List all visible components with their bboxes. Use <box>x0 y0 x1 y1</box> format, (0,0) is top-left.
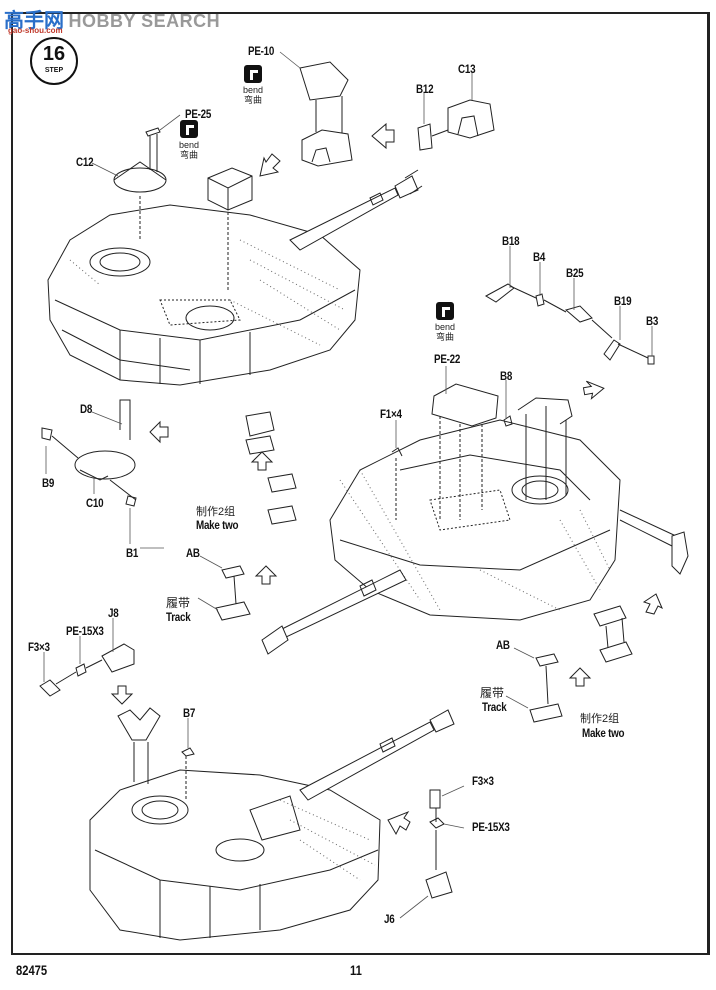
part-c13-drawing <box>447 99 495 139</box>
part-label-c10: C10 <box>86 496 104 510</box>
part-label-b4: B4 <box>533 250 546 264</box>
track-note-right-cn: 履带 <box>480 686 505 700</box>
part-label-b9: B9 <box>42 476 55 490</box>
watermark-brand: HOBBY SEARCH <box>68 11 221 31</box>
direction-arrows <box>110 122 663 836</box>
part-label-b18: B18 <box>502 234 520 248</box>
make-two-note-right-cn: 制作2组 <box>580 713 620 725</box>
part-label-f1x4: F1×4 <box>380 407 402 421</box>
part-label-pe25: PE-25 <box>185 107 212 121</box>
part-label-ab-left: AB <box>186 546 200 560</box>
part-label-d8: D8 <box>80 402 93 416</box>
part-label-pe22: PE-22 <box>434 352 461 366</box>
bend-icon <box>436 302 454 320</box>
arrow-icon <box>582 380 605 400</box>
part-side-fitting-drawing <box>619 509 689 575</box>
make-two-note-left-cn: 制作2组 <box>196 506 236 518</box>
bend-note-cn: 弯曲 <box>243 95 262 105</box>
watermark-url: gao-shou.com <box>8 26 63 35</box>
arrow-icon <box>110 685 134 705</box>
arrow-icon <box>254 565 278 585</box>
part-b7-drawing <box>181 747 195 757</box>
part-label-pe15x3-left: PE-15X3 <box>66 624 104 638</box>
part-label-b19: B19 <box>614 294 632 308</box>
bend-note-cn: 弯曲 <box>179 150 198 160</box>
part-b8-drawing <box>503 415 513 427</box>
part-box-drawing <box>207 167 253 290</box>
arrow-icon <box>371 122 395 150</box>
parts-b18-b4-b25-b19-b3 <box>484 283 655 365</box>
part-c12-drawing <box>113 161 167 240</box>
part-b12-drawing <box>417 123 449 151</box>
step-label: STEP <box>44 67 64 74</box>
arrow-icon <box>387 810 411 836</box>
step-badge: 16 STEP <box>30 37 78 85</box>
bend-note-cn: 弯曲 <box>435 332 454 342</box>
part-label-c12: C12 <box>76 155 94 169</box>
track-parts-right <box>529 605 633 723</box>
step-number: 16 <box>42 43 66 65</box>
part-handle-drawing <box>517 397 573 500</box>
arrow-icon <box>642 593 663 615</box>
part-label-c13: C13 <box>458 62 476 76</box>
bend-icon <box>180 120 198 138</box>
main-gun-bottom-left <box>299 709 455 801</box>
bend-note-en: bend <box>434 322 456 332</box>
part-label-b8: B8 <box>500 369 513 383</box>
part-label-f3x3-right: F3×3 <box>472 774 494 788</box>
bend-note: bend 弯曲 <box>432 302 458 348</box>
part-housing-drawing <box>301 129 353 167</box>
bend-note-en: bend <box>178 140 200 150</box>
main-gun-right <box>261 569 407 655</box>
part-pe22-drawing <box>431 383 499 520</box>
watermark: 高手网 HOBBY SEARCH gao-shou.com <box>4 4 221 35</box>
main-gun-top-left <box>289 169 423 251</box>
part-label-j6: J6 <box>384 912 395 926</box>
bend-note: bend 弯曲 <box>176 120 202 166</box>
part-label-f3x3-left: F3×3 <box>28 640 50 654</box>
make-two-note-right-en: Make two <box>582 726 625 740</box>
part-label-pe10: PE-10 <box>248 44 275 58</box>
part-label-pe15x3-right: PE-15X3 <box>472 820 510 834</box>
parts-f3-pe15-j8-left <box>39 643 135 697</box>
bend-note: bend 弯曲 <box>240 65 266 111</box>
leader-lines <box>43 51 653 919</box>
kit-number: 82475 <box>16 962 48 978</box>
track-note-left-cn: 履带 <box>166 596 191 610</box>
part-label-b7: B7 <box>183 706 196 720</box>
track-note-right-en: Track <box>482 700 507 714</box>
arrow-icon <box>149 420 169 444</box>
periscope-part-drawing <box>117 707 161 784</box>
arrow-icon <box>568 667 592 687</box>
bend-icon <box>244 65 262 83</box>
make-two-note-left-en: Make two <box>196 518 239 532</box>
part-label-b3: B3 <box>646 314 659 328</box>
turret-bottom-left <box>89 769 381 941</box>
part-label-j8: J8 <box>108 606 119 620</box>
watermark-site-cn: 高手网 <box>4 10 64 32</box>
arrow-icon <box>250 451 274 471</box>
part-label-b12: B12 <box>416 82 434 96</box>
part-label-b25: B25 <box>566 266 584 280</box>
track-parts-left <box>215 411 297 621</box>
arrow-icon <box>259 153 281 177</box>
page-number: 11 <box>350 962 362 978</box>
part-pe25-drawing <box>145 127 161 172</box>
part-f1-drawing <box>391 447 403 520</box>
part-c10-drawing <box>41 399 137 507</box>
track-note-left-en: Track <box>166 610 191 624</box>
part-label-b1: B1 <box>126 546 139 560</box>
turret-top-left <box>47 204 361 386</box>
part-pe10-drawing <box>299 61 349 134</box>
bend-note-en: bend <box>242 85 264 95</box>
part-label-ab-right: AB <box>496 638 510 652</box>
parts-f3-pe15-j6-right <box>425 789 453 899</box>
